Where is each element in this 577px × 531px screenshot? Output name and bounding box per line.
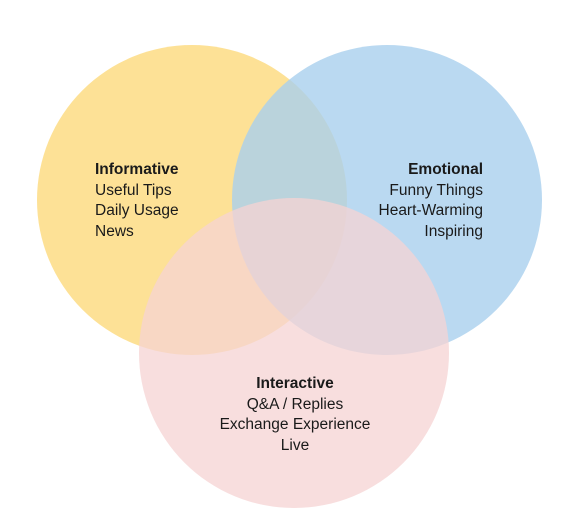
interactive-title: Interactive: [256, 375, 334, 392]
informative-item: News: [95, 222, 134, 240]
informative-title: Informative: [95, 161, 179, 178]
emotional-item: Heart-Warming: [378, 202, 484, 219]
informative-item: Daily Usage: [95, 202, 179, 219]
interactive-label: Interactive Q&A / Replies Exchange Exper…: [145, 374, 445, 456]
emotional-item: Funny Things: [389, 181, 483, 199]
emotional-label: Emotional Funny Things Heart-Warming Ins…: [379, 160, 484, 242]
interactive-item: Exchange Experience: [219, 416, 371, 433]
interactive-item: Q&A / Replies: [246, 395, 344, 413]
circle-interactive: [139, 198, 449, 508]
informative-label: Informative Useful Tips Daily Usage News: [95, 160, 179, 242]
informative-item: Useful Tips: [95, 181, 172, 199]
emotional-title: Emotional: [408, 161, 483, 178]
emotional-item: Inspiring: [424, 222, 483, 240]
interactive-item: Live: [280, 436, 310, 454]
